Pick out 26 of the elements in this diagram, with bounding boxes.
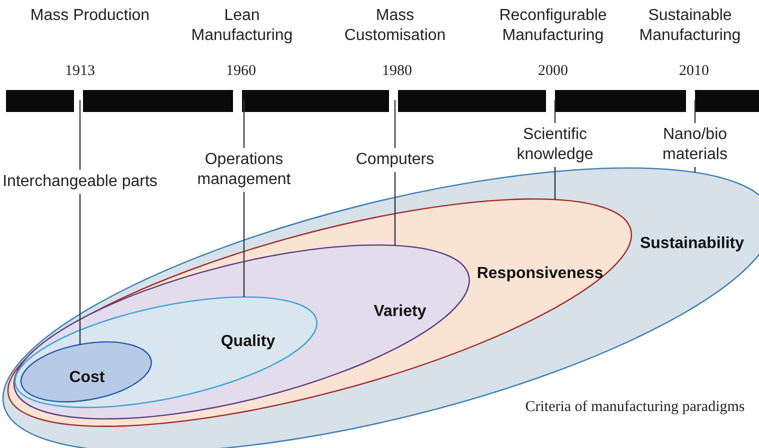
region-label: Variety	[372, 302, 428, 322]
region-label: Responsiveness	[476, 264, 604, 284]
region-label: Quality	[220, 332, 276, 352]
year-label: 2010	[678, 62, 710, 81]
annotation-text: Operations management	[169, 150, 319, 190]
leader-line	[243, 192, 245, 297]
era-label: Reconfigurable Manufacturing	[498, 6, 608, 46]
annotation-text: Interchangeable parts	[0, 172, 165, 192]
leader-line	[394, 172, 396, 246]
era-label: Sustainable Manufacturing	[638, 6, 742, 46]
year-label: 1960	[225, 62, 257, 81]
era-label: Mass Production	[30, 6, 150, 26]
year-label: 1913	[64, 62, 96, 81]
region-label: Cost	[68, 368, 106, 388]
annotation-text: Computers	[335, 150, 455, 170]
era-label: Lean Manufacturing	[190, 6, 294, 46]
year-label: 2000	[537, 62, 569, 81]
year-label: 1980	[381, 62, 413, 81]
era-label: Mass Customisation	[343, 6, 447, 46]
annotation-text: Scientific knowledge	[495, 125, 615, 165]
note-text: Criteria of manufacturing paradigms	[524, 398, 746, 417]
leader-line	[554, 167, 556, 200]
region-label: Sustainability	[638, 234, 745, 254]
annotation-text: Nano/bio materials	[640, 125, 750, 165]
leader-line	[694, 167, 696, 172]
leader-line	[79, 194, 81, 345]
